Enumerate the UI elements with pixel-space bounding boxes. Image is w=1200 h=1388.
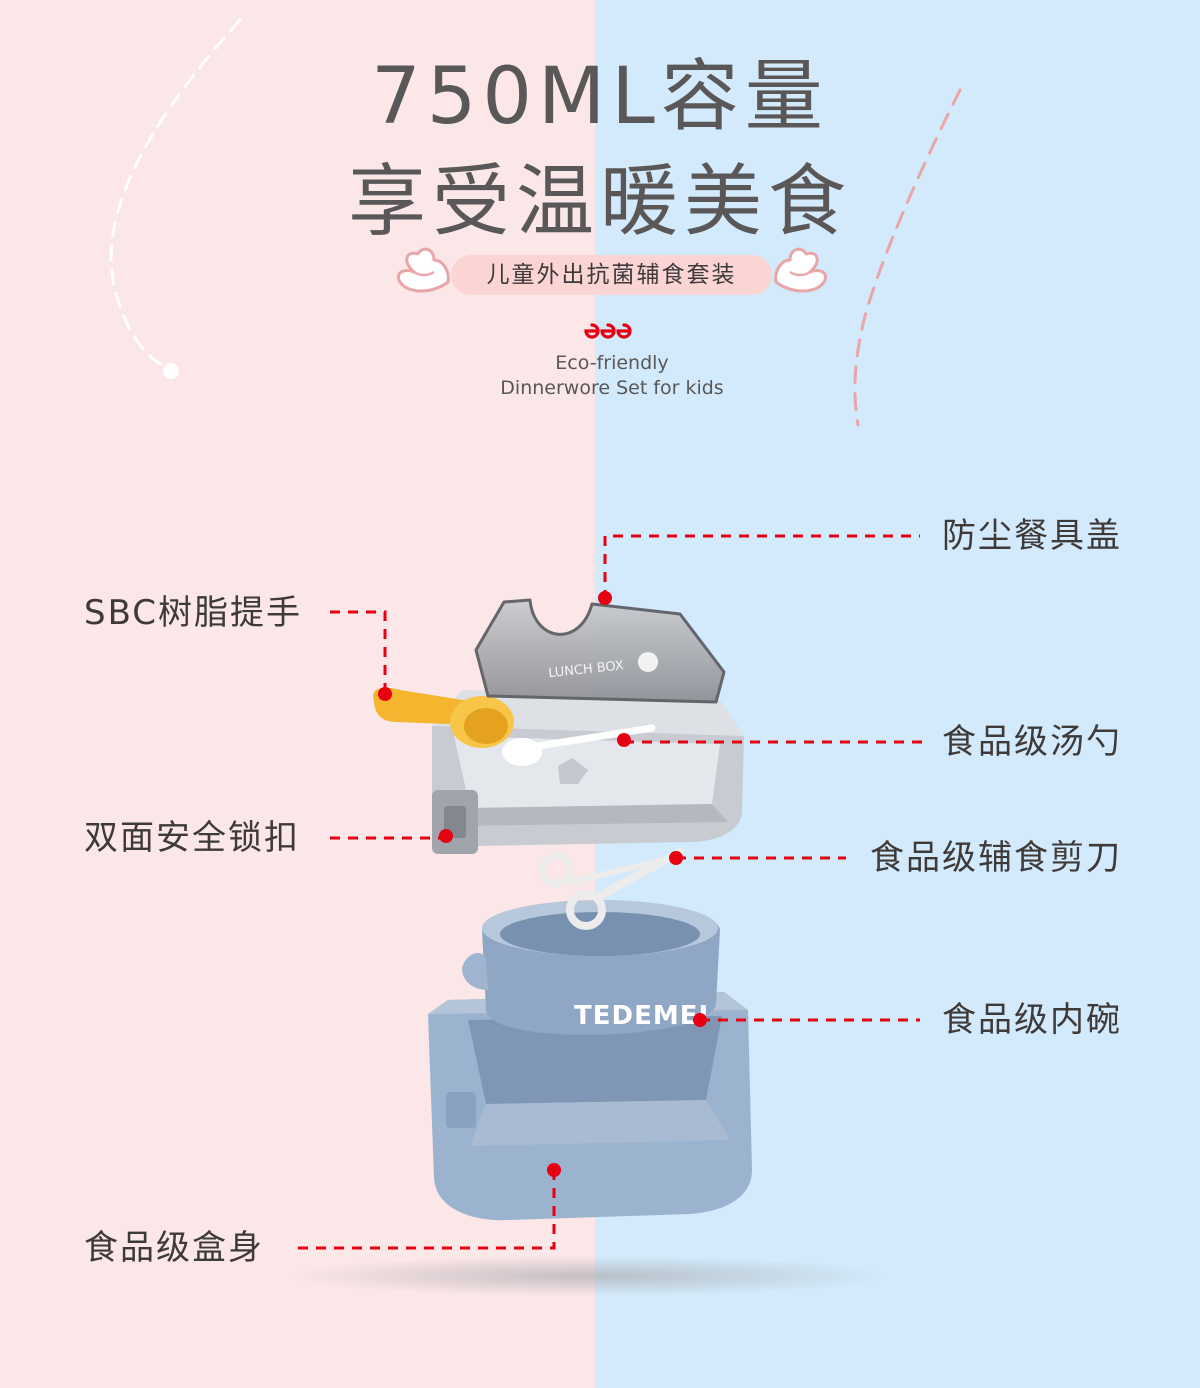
callout-spoon: 食品级汤勺 [942,722,1122,762]
brand-logo-icon [584,323,632,339]
decorative-dot [163,363,179,379]
leader-box [298,1172,556,1250]
page-title-line2: 享受温暖美食 [347,157,852,247]
floor-shadow [290,1256,890,1296]
callout-bowl: 食品级内碗 [942,1000,1122,1040]
dot-spoon [617,733,631,747]
bowl-brand-text: TEDEMEI [574,1001,709,1031]
sbc-resin-handle [373,687,514,748]
tagline-pill: 儿童外出抗菌辅食套装 [451,255,772,295]
leader-lid [603,534,920,600]
subtitle-line2: Dinnerwore Set for kids [500,377,724,399]
leader-handle [330,610,387,694]
callout-lock: 双面安全锁扣 [84,818,300,858]
dot-box [547,1163,561,1177]
baby-scissors [538,848,684,930]
inner-bowl: TEDEMEI [462,900,720,1035]
dot-scissors [669,851,683,865]
decorative-curves [109,18,962,427]
callout-handle: SBC树脂提手 [84,593,303,633]
page-title-line1: 750ML容量 [371,52,829,142]
dust-proof-cover: LUNCH BOX [474,598,726,704]
subtitle-line1: Eco-friendly [555,352,669,374]
dot-bowl [693,1013,707,1027]
wing-left-icon [397,247,450,293]
dot-lock [439,829,453,843]
tray-lid [432,690,744,854]
tagline-banner: 儿童外出抗菌辅食套装 [0,236,1200,308]
food-box-body [428,992,752,1221]
callout-box: 食品级盒身 [84,1228,264,1268]
dot-lid [598,591,612,605]
leader-lines [298,534,924,1250]
leader-dots [378,591,707,1177]
dot-handle [378,687,392,701]
callout-lid: 防尘餐具盖 [942,516,1122,556]
callout-scissors: 食品级辅食剪刀 [870,838,1122,878]
wing-right-icon [774,247,827,293]
